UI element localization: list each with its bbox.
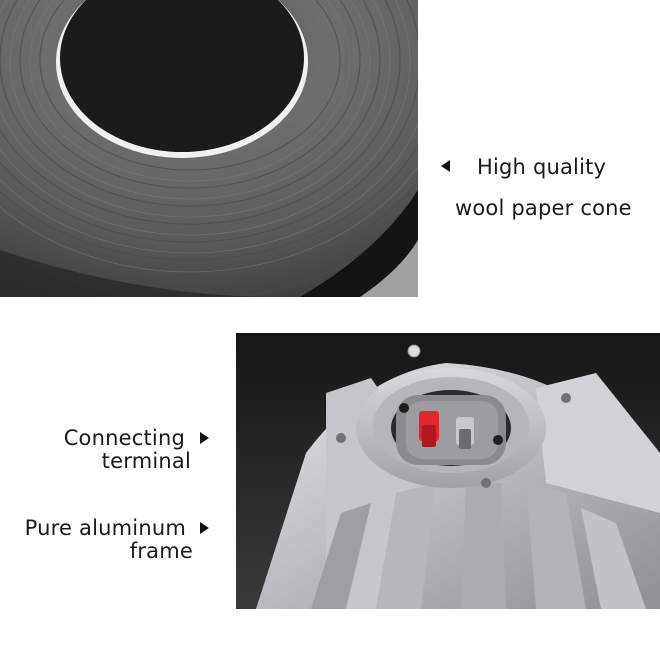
triangle-left-icon [441,160,450,172]
frame-caption-line1: Pure aluminum [24,516,186,540]
cone-caption-line2: wool paper cone [455,196,632,220]
aluminum-frame-photo [236,333,660,609]
triangle-right-icon [200,432,209,444]
frame-caption-line2: frame [129,539,193,563]
triangle-right-icon [200,522,209,534]
terminal-caption-line2: terminal [101,449,191,473]
cone-caption-line1: High quality [477,155,607,179]
terminal-caption-line1: Connecting [63,426,185,450]
speaker-cone-photo [0,0,418,297]
aluminum-frame-image [236,333,660,609]
speaker-cone-image [0,0,418,297]
